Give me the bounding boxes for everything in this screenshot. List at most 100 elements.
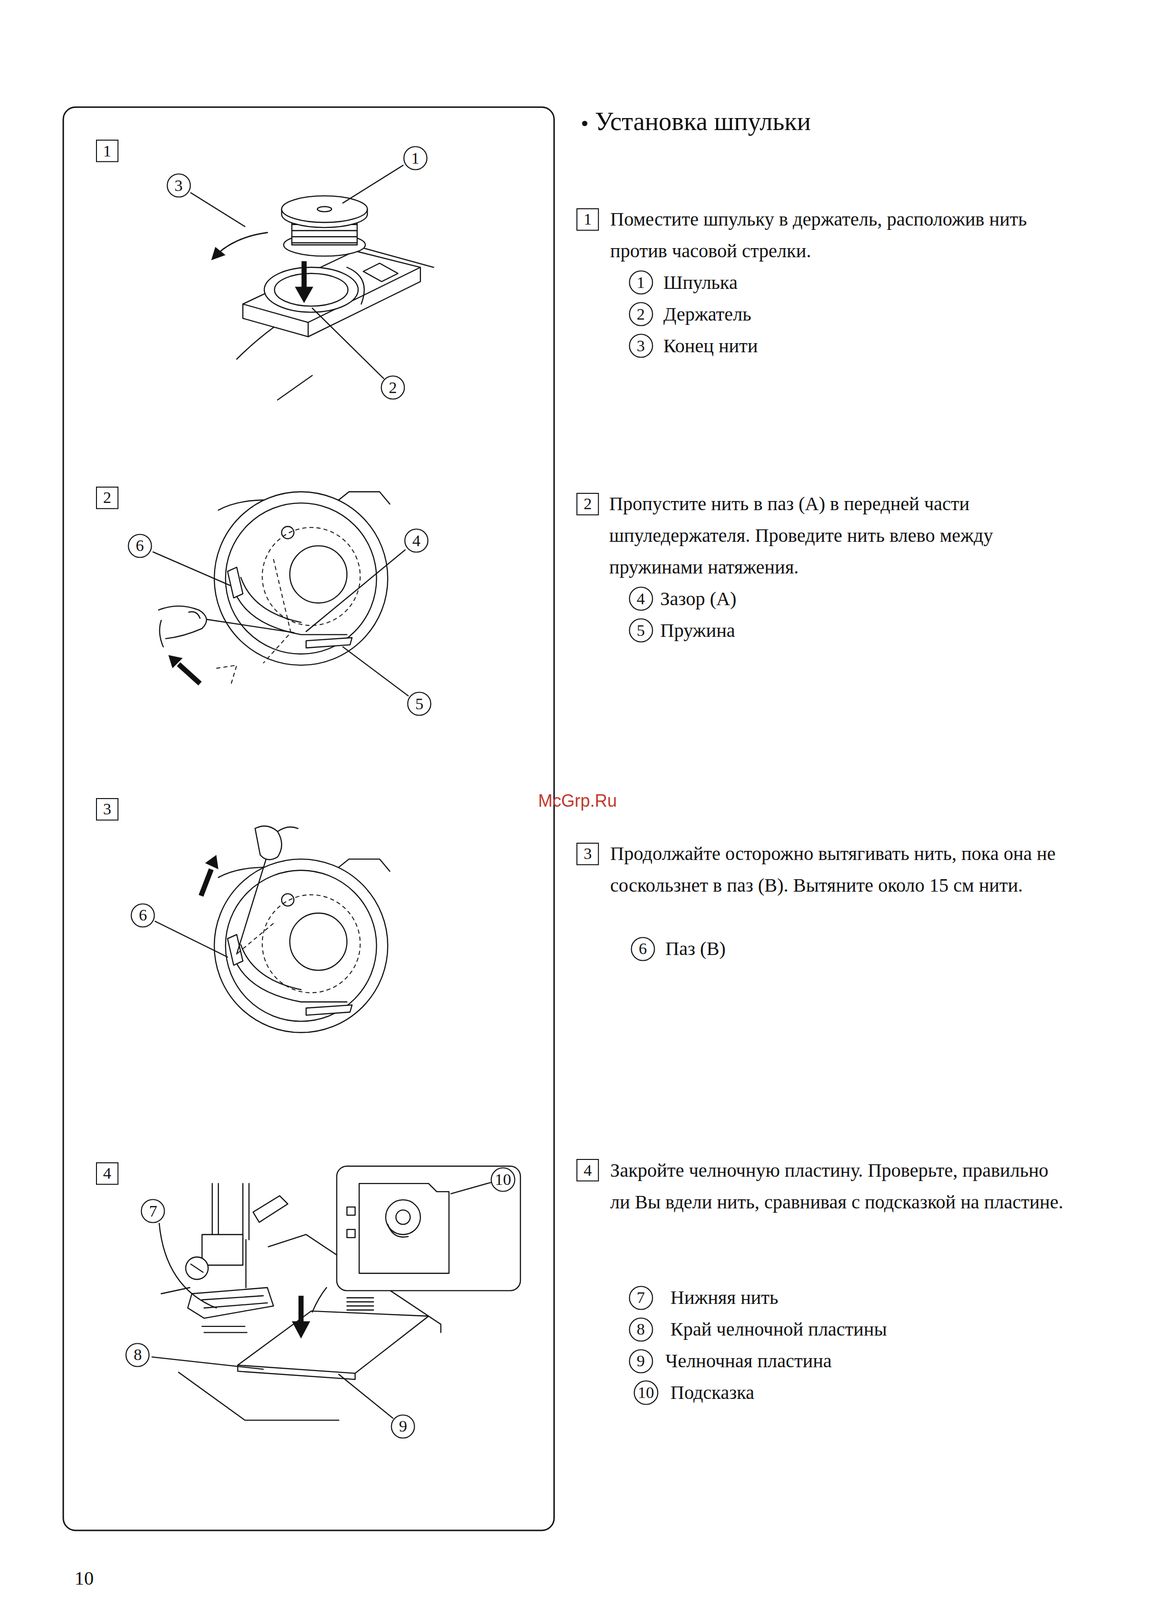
- page-number: 10: [74, 1562, 94, 1595]
- number-text: 6: [138, 907, 147, 924]
- number-text: 2: [583, 495, 592, 513]
- callout-circle: [407, 692, 432, 716]
- watermark: McGrp.Ru: [538, 786, 617, 815]
- callout-number: 10: [633, 1380, 659, 1406]
- bobbin-case-drawing: [262, 527, 360, 626]
- callout-circle: [629, 587, 653, 611]
- part-name: Паз (В): [665, 933, 726, 965]
- bobbin-case-drawing: [281, 893, 295, 907]
- bobbin-case-drawing: [178, 664, 201, 684]
- callout-circle: [404, 529, 428, 553]
- sewing-machine-drawing: [152, 1357, 264, 1370]
- callout-circle: [629, 271, 653, 295]
- callout-number: 10: [490, 1167, 516, 1193]
- number-text: 8: [133, 1346, 142, 1364]
- number-text: 6: [135, 537, 144, 554]
- callout-circle: [131, 903, 155, 927]
- step-box: [96, 140, 119, 162]
- number-text: 4: [103, 1165, 112, 1182]
- sewing-machine-drawing: [178, 1372, 339, 1421]
- sewing-machine-drawing: [237, 1365, 355, 1380]
- callout-number: 2: [628, 301, 654, 327]
- number-text: 1: [411, 150, 420, 167]
- bobbin-case-drawing: [168, 655, 183, 669]
- sewing-machine-drawing: [395, 1209, 411, 1225]
- bobbin-case-drawing: [155, 921, 228, 958]
- step-box: [96, 1162, 119, 1185]
- callout-circle: [403, 146, 427, 170]
- part-name: Нижняя нить: [670, 1281, 779, 1314]
- sewing-machine-drawing: [338, 1374, 394, 1419]
- bobbin-insertion-drawing: [191, 165, 434, 400]
- bobbin-insertion-drawing: [274, 273, 348, 307]
- bobbin-insertion-drawing: [218, 232, 268, 254]
- sewing-machine-drawing: [347, 1229, 356, 1238]
- callout-circle: [391, 1414, 415, 1438]
- part-name: Пружина: [660, 614, 736, 647]
- step-number: 4: [95, 1162, 119, 1186]
- callout-circle: [491, 1167, 516, 1192]
- bobbin-insertion-drawing: [342, 165, 403, 204]
- part-name: Край челночной пластины: [670, 1313, 887, 1346]
- step-number: 1: [95, 139, 119, 163]
- callout-circle: [629, 334, 653, 358]
- number-text: 4: [583, 1162, 592, 1179]
- step-box: [96, 798, 119, 821]
- bobbin-case-drawing: [214, 491, 388, 666]
- bobbin-case-drawing: [306, 550, 406, 632]
- bobbin-case-drawing: [216, 665, 238, 686]
- number-text: 5: [636, 622, 646, 639]
- bobbin-case-drawing: [153, 551, 231, 586]
- callout-circle: [381, 376, 405, 400]
- bobbin-case-drawing: [227, 567, 243, 599]
- callout-number: 4: [404, 528, 429, 553]
- sewing-machine-drawing: [298, 1295, 304, 1324]
- number-text: 1: [103, 143, 112, 160]
- bobbin-case-drawing: [201, 869, 212, 896]
- callout-number: 1: [628, 270, 654, 295]
- bobbin-insertion-drawing: [312, 308, 384, 379]
- sewing-machine-drawing: [242, 1183, 250, 1240]
- sewing-machine-drawing: [451, 1182, 492, 1194]
- number-text: 6: [638, 940, 647, 958]
- sewing-machine-drawing: [187, 1287, 274, 1319]
- number-text: 1: [636, 274, 646, 291]
- number-text: 3: [174, 177, 183, 194]
- number-text: 7: [148, 1203, 157, 1220]
- part-name: Зазор (А): [660, 583, 737, 615]
- number-text: 5: [415, 695, 424, 713]
- number-text: 3: [583, 845, 592, 863]
- callout-number: 4: [628, 586, 654, 611]
- callout-circle: [167, 174, 191, 198]
- callout-number: 6: [130, 903, 156, 928]
- instruction-text: Пропустите нить в паз (А) в передней час…: [609, 488, 1066, 584]
- bobbin-insertion-drawing: [347, 267, 365, 305]
- part-name: Подсказка: [670, 1377, 755, 1409]
- bobbin-case-drawing: [153, 491, 409, 696]
- callout-number: 5: [628, 618, 654, 643]
- sewing-machine-drawing: [237, 1311, 429, 1374]
- sewing-machine-drawing: [252, 1196, 288, 1223]
- sewing-machine-drawing: [347, 1297, 374, 1311]
- step-number: 2: [576, 492, 599, 516]
- bobbin-case-drawing: [155, 826, 390, 1033]
- bobbin-insertion-drawing: [307, 322, 309, 337]
- bobbin-case-drawing: [240, 945, 301, 991]
- step-number: 2: [95, 486, 119, 510]
- number-text: 3: [636, 337, 646, 355]
- callout-circle: [629, 1317, 653, 1342]
- bobbin-case-drawing: [225, 870, 377, 1022]
- callout-circle: [126, 1343, 150, 1367]
- bobbin-case-drawing: [281, 526, 295, 540]
- sewing-machine-drawing: [202, 1326, 248, 1333]
- bobbin-insertion-drawing: [301, 261, 307, 289]
- sewing-machine-drawing: [359, 1183, 449, 1274]
- callout-number: 2: [380, 375, 406, 400]
- sewing-machine-drawing: [336, 1166, 521, 1291]
- bobbin-insertion-drawing: [242, 251, 421, 337]
- bobbin-case-drawing: [236, 923, 274, 955]
- callout-number: 8: [125, 1342, 150, 1368]
- bobbin-case-drawing: [225, 503, 377, 655]
- bobbin-case-drawing: [188, 611, 200, 619]
- bobbin-case-drawing: [289, 545, 348, 603]
